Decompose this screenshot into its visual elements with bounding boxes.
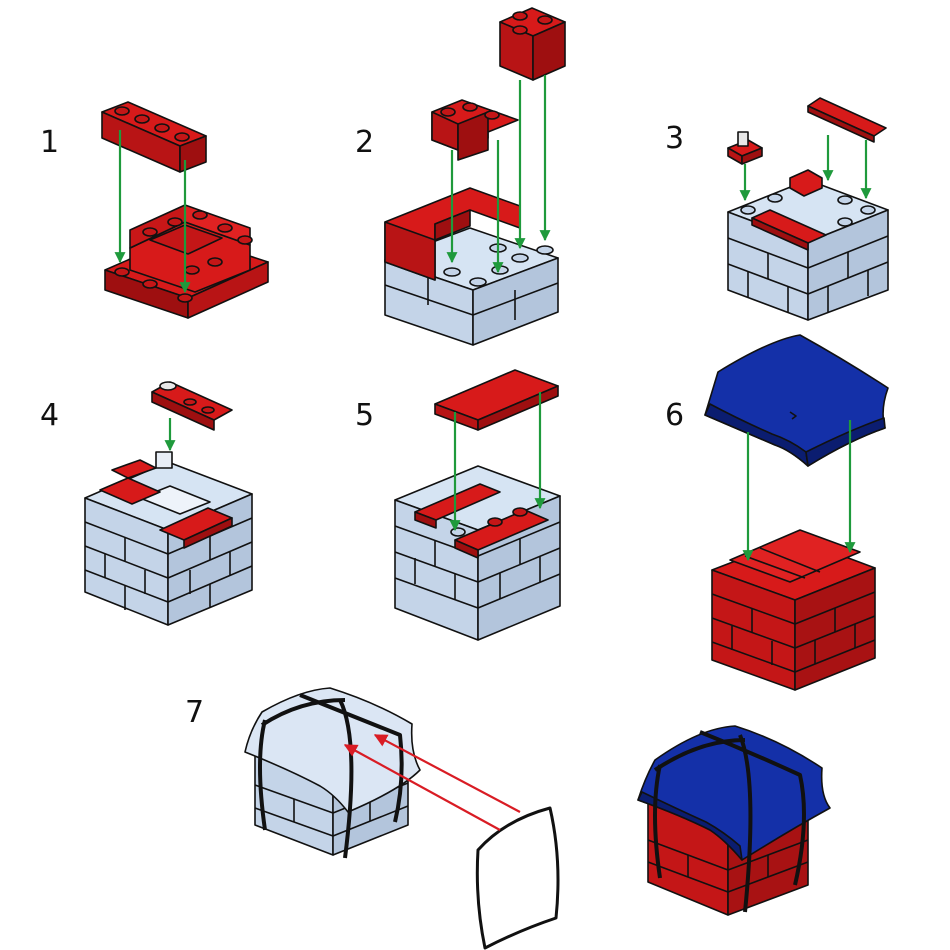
step-2-arrows: [446, 75, 551, 274]
step-6-arrows: [742, 420, 856, 562]
step-3-falling-red-tile: [807, 97, 887, 143]
step-3-assembly: [727, 97, 889, 321]
step-4-falling-red-clip-plate: [151, 381, 233, 431]
step-4-assembly: [84, 381, 253, 626]
step-7-paper-sheet: [475, 806, 560, 950]
step-5-assembly: [394, 369, 561, 641]
step-number-2: 2: [355, 125, 374, 160]
step-5-arrows: [449, 392, 546, 532]
step-2-assembly: [384, 7, 566, 346]
step-7-arrows: [343, 734, 521, 831]
step-5-falling-red-tile: [434, 369, 559, 431]
step-7-grey-crate: [244, 687, 421, 859]
final-wrapped-crate: [637, 725, 831, 916]
step-1-falling-red-brick: [101, 101, 207, 173]
step-number-7: 7: [185, 695, 204, 730]
step-1-arrows: [114, 130, 191, 294]
step-1-studs: [114, 210, 253, 303]
step-6-blue-cloth: [704, 334, 889, 467]
step-2-falling-red-square-brick: [499, 7, 566, 81]
step-number-6: 6: [665, 398, 684, 433]
step-3-arrows: [739, 135, 872, 202]
step-number-4: 4: [40, 398, 59, 433]
step-3-grey-studs: [740, 193, 876, 227]
step-number-3: 3: [665, 121, 684, 156]
step-number-1: 1: [40, 125, 59, 160]
step-number-5: 5: [355, 398, 374, 433]
step-2-falling-red-corner-brick: [431, 99, 519, 161]
step-6-assembly: [704, 334, 889, 691]
step-3-falling-red-clip: [727, 131, 763, 165]
